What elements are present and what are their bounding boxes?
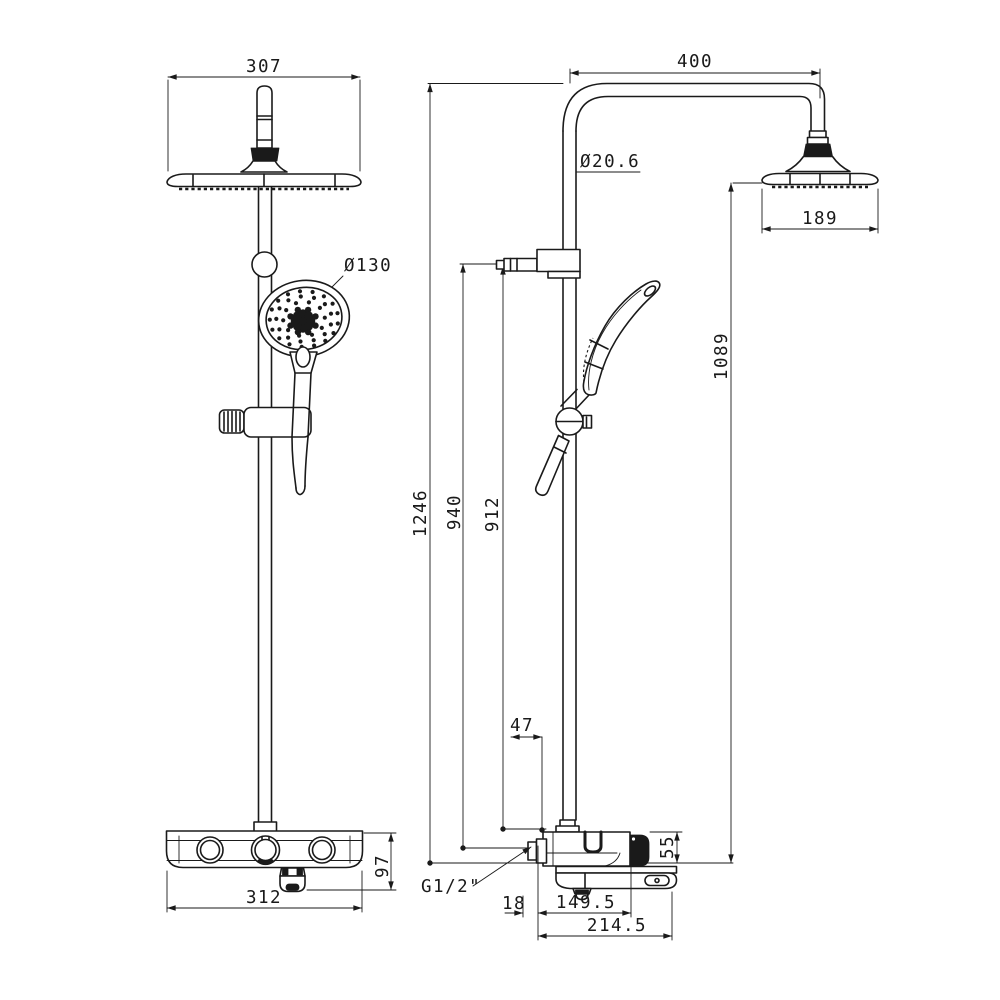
dim-text-912: 912: [483, 496, 503, 532]
dim-text-307: 307: [246, 57, 282, 77]
spout-front: [279, 867, 306, 893]
slider-ring-side: [555, 407, 593, 436]
dim-text-55: 55: [658, 835, 678, 859]
dim-body-height: 97: [306, 832, 397, 891]
dim-text-1246: 1246: [411, 489, 431, 537]
wall-bracket-side: [495, 248, 581, 279]
hand-shower-head-side: [582, 280, 661, 396]
dim-arm-reach: 400: [569, 52, 821, 99]
dim-head-width: 307: [167, 57, 361, 172]
dim-text-47: 47: [510, 716, 534, 736]
dim-overall-height: 1246: [411, 83, 433, 866]
dim-head-depth: 189: [761, 188, 879, 234]
dim-bottom-group: 18 149.5 214.5: [502, 845, 673, 941]
dim-text-940: 940: [445, 494, 465, 530]
label-hand-shower-diameter: Ø130: [325, 256, 392, 294]
knob-center: [250, 835, 281, 866]
slide-bar-front: [257, 185, 273, 824]
dim-text-20-6: Ø20.6: [580, 152, 640, 172]
valve-body-side: [527, 819, 650, 867]
dim-body-side-height: 55: [649, 831, 683, 864]
dim-text-130: Ø130: [344, 256, 392, 276]
shower-hose-front: [291, 372, 312, 496]
dim-head-to-base: 1089: [712, 182, 734, 864]
slider-knob: [251, 251, 278, 278]
label-inlet-thread: G1/2": [421, 846, 532, 897]
side-view: 400 1246 940 912 1089: [411, 52, 879, 941]
reference-lines: [427, 83, 763, 864]
mode-button: [295, 346, 311, 368]
spout-side: [555, 865, 678, 901]
label-pipe-diameter: Ø20.6: [576, 152, 641, 173]
hand-shower-side: [534, 280, 661, 497]
dim-text-400: 400: [677, 52, 713, 72]
knob-left: [196, 836, 224, 864]
dim-body-width: 312: [166, 870, 363, 913]
slide-bracket-front: [218, 406, 312, 438]
head-joint-nut: [250, 147, 280, 162]
hand-shower-front: [257, 279, 351, 374]
overhead-shower-side: [761, 130, 879, 189]
dim-text-1089: 1089: [712, 332, 732, 380]
knob-right: [308, 836, 336, 864]
dim-text-97: 97: [373, 854, 393, 878]
inlet-nut-outer: [527, 841, 538, 861]
overhead-shower-front: [166, 85, 362, 191]
dim-text-312: 312: [246, 888, 282, 908]
front-view: 307 Ø130: [165, 57, 397, 913]
dim-text-189: 189: [802, 209, 838, 229]
dim-text-g12: G1/2": [421, 877, 481, 897]
dim-bar-height: 912: [483, 265, 506, 832]
dim-text-149-5: 149.5: [556, 893, 616, 913]
shower-arm-side: [562, 82, 826, 821]
hand-shower-handle-side: [534, 434, 570, 497]
inlet-nut-inner: [535, 838, 548, 864]
dim-riser-height: 940: [445, 263, 466, 851]
spray-center-flower: [287, 306, 319, 336]
dim-text-214-5: 214.5: [587, 916, 647, 936]
dim-bracket-offset: 47: [510, 716, 545, 833]
valve-body-front: [165, 821, 364, 869]
dim-text-18: 18: [502, 894, 526, 914]
